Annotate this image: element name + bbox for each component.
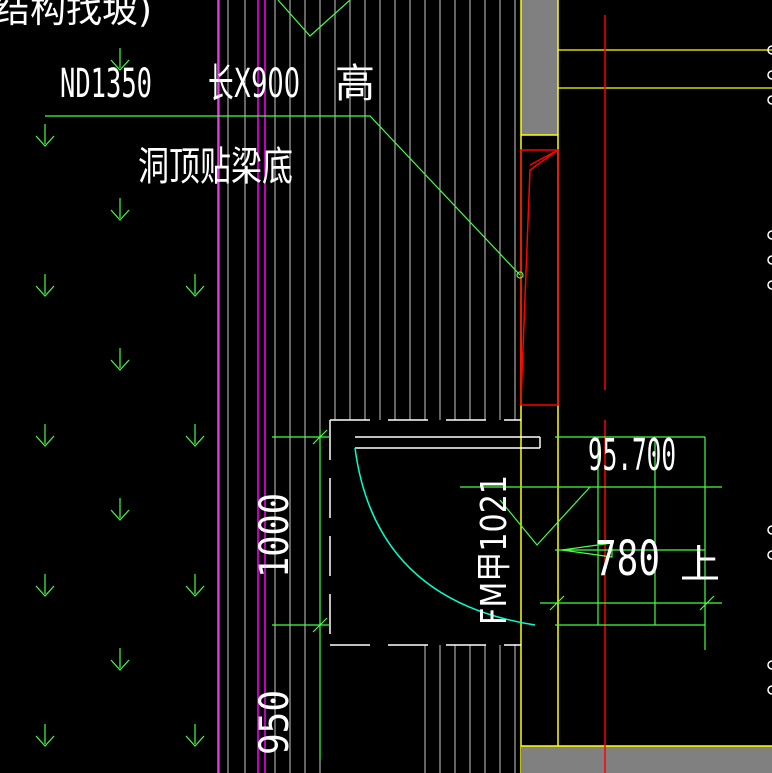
edge-mark xyxy=(767,230,772,240)
slope-arrow xyxy=(185,424,205,447)
wall-column xyxy=(520,0,772,773)
leader-line xyxy=(45,0,524,279)
door-swing-arc xyxy=(354,447,536,626)
opening-diagonal xyxy=(520,149,559,401)
slope-arrow xyxy=(110,348,130,371)
opening-note: 洞顶贴梁底 xyxy=(138,144,293,190)
right-edge-marks xyxy=(767,45,772,695)
leader-polyline xyxy=(45,115,521,276)
slope-arrows xyxy=(35,48,205,747)
edge-mark xyxy=(767,255,772,265)
elevation-value: 95.700 xyxy=(588,430,676,481)
elevation-triangle xyxy=(499,486,591,546)
slope-arrow xyxy=(185,574,205,597)
door-frame-dashed xyxy=(329,419,521,646)
direction-up-label: 上 xyxy=(680,542,720,588)
edge-mark xyxy=(767,550,772,560)
axis-lines xyxy=(218,0,266,773)
door-tag: FM甲1021 xyxy=(474,475,515,625)
dimensions xyxy=(272,429,722,760)
slope-arrow xyxy=(110,498,130,521)
dim-tick-r2 xyxy=(699,595,715,611)
opening-rect xyxy=(520,149,559,406)
top-chevron xyxy=(277,0,351,37)
dim-tick-2 xyxy=(312,617,328,633)
top-partial-label: 结构找坡) xyxy=(0,0,152,31)
slope-arrow xyxy=(35,574,55,597)
slope-arrow xyxy=(110,48,130,71)
wall-grey-top xyxy=(521,0,558,135)
opening-spec-code: ND1350 xyxy=(60,61,152,107)
dimension-1000: 1000 xyxy=(252,493,298,578)
level-offset-value: 780 xyxy=(595,531,660,587)
edge-mark xyxy=(767,70,772,80)
wall-grey-bottom xyxy=(521,746,772,773)
slope-arrow xyxy=(185,274,205,297)
right-beam xyxy=(558,49,772,89)
slope-arrow xyxy=(35,724,55,747)
level-arrow xyxy=(561,542,613,558)
dimension-950: 950 xyxy=(252,690,298,755)
leader-dot xyxy=(516,271,524,279)
opening-spec-length: 长X900 xyxy=(208,61,300,107)
slope-hatch-lines xyxy=(217,0,516,773)
slope-arrow xyxy=(110,198,130,221)
edge-mark xyxy=(767,525,772,535)
door-symbol xyxy=(329,419,541,646)
edge-mark xyxy=(767,685,772,695)
edge-mark xyxy=(767,280,772,290)
dim-tick-r1 xyxy=(549,595,565,611)
slope-arrow xyxy=(35,424,55,447)
edge-mark xyxy=(767,45,772,55)
slope-arrow xyxy=(110,648,130,671)
slope-arrow xyxy=(185,724,205,747)
slope-arrow xyxy=(35,124,55,147)
slope-arrow xyxy=(35,274,55,297)
edge-mark xyxy=(767,95,772,105)
opening-spec-height: 高 xyxy=(335,61,375,107)
dim-tick-1 xyxy=(312,429,328,445)
opening-red xyxy=(520,15,606,773)
edge-mark xyxy=(767,660,772,670)
